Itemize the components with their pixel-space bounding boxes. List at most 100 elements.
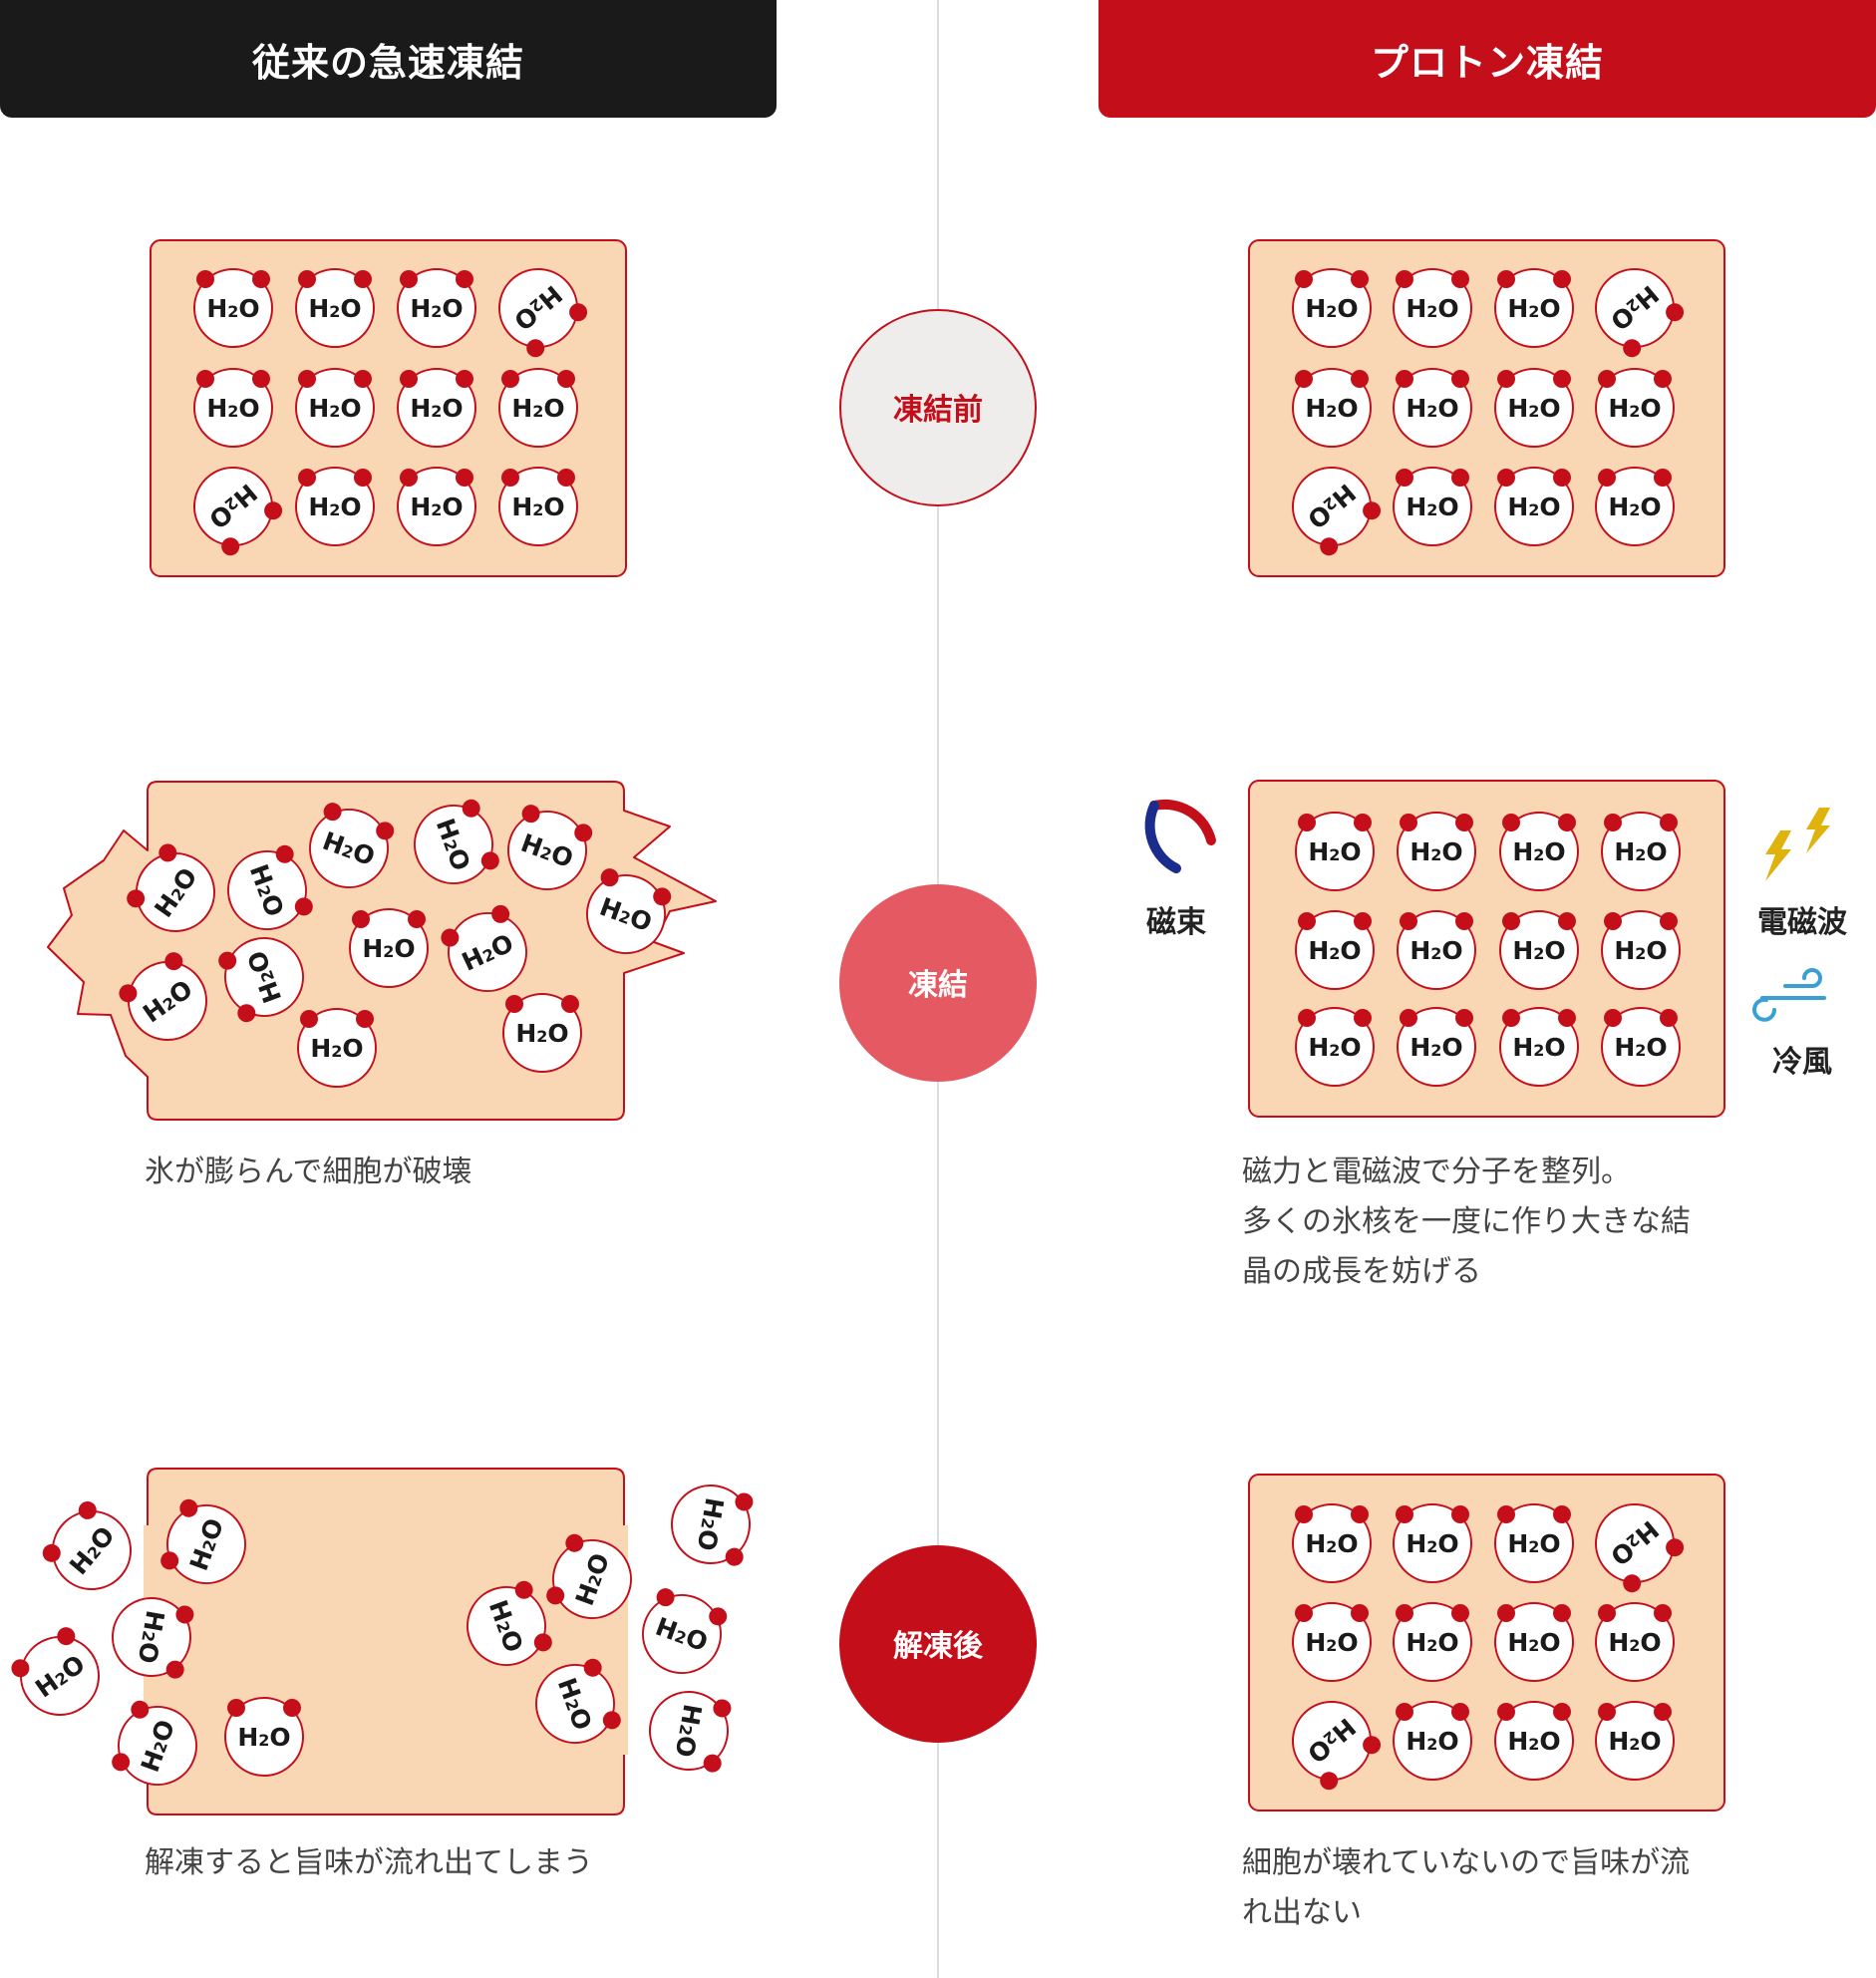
hydrogen-atom bbox=[653, 887, 672, 906]
hydrogen-atom bbox=[1654, 469, 1672, 487]
oxygen-atom bbox=[224, 1697, 304, 1777]
h2o-molecule: H2O bbox=[1595, 467, 1675, 546]
hydrogen-atom bbox=[400, 469, 418, 487]
magnet-icon bbox=[1144, 799, 1216, 873]
caption-line: 氷が膨らんで細胞が破壊 bbox=[145, 1154, 472, 1189]
oxygen-atom bbox=[498, 268, 578, 348]
hydrogen-atom bbox=[175, 1605, 194, 1624]
hydrogen-atom bbox=[1451, 370, 1469, 388]
hydrogen-atom bbox=[275, 844, 294, 863]
oxygen-atom bbox=[397, 268, 476, 348]
hydrogen-atom bbox=[237, 1004, 256, 1023]
hydrogen-atom bbox=[264, 501, 283, 520]
oxygen-atom bbox=[295, 368, 375, 448]
hydrogen-atom bbox=[491, 904, 510, 923]
hydrogen-atom bbox=[1654, 1703, 1672, 1721]
hydrogen-atom bbox=[526, 339, 545, 358]
hydrogen-atom bbox=[1553, 1703, 1571, 1721]
hydrogen-atom bbox=[356, 1010, 374, 1028]
h2o-molecule: H2O bbox=[502, 993, 582, 1073]
oxygen-atom bbox=[535, 1664, 615, 1744]
h2o-label: H2O bbox=[1512, 837, 1565, 866]
oxygen-atom bbox=[448, 912, 527, 992]
hydrogen-atom bbox=[1298, 814, 1316, 831]
h2o-label: H2O bbox=[1406, 493, 1458, 521]
hydrogen-atom bbox=[514, 1580, 533, 1599]
h2o-label: H2O bbox=[1308, 936, 1361, 965]
h2o-label: H2O bbox=[1409, 1033, 1462, 1062]
hydrogen-atom bbox=[480, 851, 499, 870]
hydrogen-atom bbox=[1623, 339, 1642, 358]
hydrogen-atom bbox=[1351, 1505, 1369, 1523]
hydrogen-atom bbox=[1558, 814, 1576, 831]
hydrogen-atom bbox=[565, 1533, 584, 1552]
h2o-label: H2O bbox=[1406, 294, 1458, 323]
h2o-molecule: H2O bbox=[193, 368, 273, 448]
hydrogen-atom bbox=[1558, 912, 1576, 930]
hydrogen-atom bbox=[1654, 370, 1672, 388]
h2o-label: H2O bbox=[1507, 1628, 1560, 1657]
oxygen-atom bbox=[397, 368, 476, 448]
h2o-molecule: H2O bbox=[227, 844, 313, 930]
h2o-label: H2O bbox=[1608, 493, 1661, 521]
h2o-molecule: H2O bbox=[1595, 368, 1675, 448]
oxygen-atom bbox=[552, 1539, 632, 1619]
hydrogen-atom bbox=[557, 469, 575, 487]
h2o-molecule: H2O bbox=[11, 1627, 100, 1716]
hydrogen-atom bbox=[602, 1711, 621, 1730]
hydrogen-atom bbox=[1451, 1604, 1469, 1622]
h2o-label: H2O bbox=[308, 294, 361, 323]
h2o-molecule: H2O bbox=[1595, 1602, 1675, 1682]
oxygen-atom bbox=[1295, 812, 1375, 891]
h2o-molecule: H2O bbox=[1499, 910, 1579, 990]
lightning-bolt-left bbox=[1765, 830, 1791, 881]
hydrogen-atom bbox=[574, 824, 593, 842]
h2o-label: H2O bbox=[1305, 1529, 1358, 1558]
oxygen-atom bbox=[118, 1706, 197, 1786]
h2o-molecule: H2O bbox=[1494, 268, 1574, 348]
h2o-molecule: H2O bbox=[1393, 1602, 1472, 1682]
hydrogen-atom bbox=[218, 951, 237, 970]
hydrogen-atom bbox=[521, 805, 540, 824]
h2o-label: H2O bbox=[692, 1495, 730, 1553]
oxygen-atom bbox=[1494, 1602, 1574, 1682]
h2o-molecule: H2O bbox=[546, 1533, 632, 1619]
h2o-label: H2O bbox=[133, 1608, 170, 1666]
oxygen-atom bbox=[397, 467, 476, 546]
h2o-molecule: H2O bbox=[112, 1700, 197, 1786]
h2o-label: H2O bbox=[310, 1034, 363, 1063]
hydrogen-atom bbox=[1455, 912, 1473, 930]
h2o-label: H2O bbox=[670, 1702, 708, 1760]
h2o-molecule: H2O bbox=[309, 803, 395, 888]
h2o-molecule: H2O bbox=[1494, 368, 1574, 448]
h2o-label: H2O bbox=[206, 394, 259, 423]
h2o-label: H2O bbox=[362, 934, 415, 963]
hydrogen-atom bbox=[501, 370, 519, 388]
hydrogen-atom bbox=[352, 910, 370, 928]
stage-after-thaw-label: 解凍後 bbox=[893, 1629, 984, 1664]
oxygen-atom bbox=[193, 368, 273, 448]
oxygen-atom bbox=[1595, 1503, 1675, 1583]
h2o-molecule: H2O bbox=[498, 467, 578, 546]
h2o-label: H2O bbox=[1512, 936, 1565, 965]
h2o-molecule: H2O bbox=[1397, 910, 1476, 990]
oxygen-atom bbox=[295, 268, 375, 348]
oxygen-atom bbox=[227, 850, 307, 930]
h2o-molecule: H2O bbox=[498, 368, 578, 448]
oxygen-atom bbox=[1499, 910, 1579, 990]
h2o-molecule: H2O bbox=[218, 937, 304, 1023]
hydrogen-atom bbox=[1351, 370, 1369, 388]
hydrogen-atom bbox=[1363, 501, 1382, 520]
hydrogen-atom bbox=[1660, 814, 1678, 831]
hydrogen-atom bbox=[1660, 1009, 1678, 1027]
h2o-label: H2O bbox=[552, 1674, 597, 1734]
h2o-molecule: H2O bbox=[1595, 1503, 1685, 1593]
caption-line: 解凍すると旨味が流れ出てしまう bbox=[145, 1845, 593, 1880]
h2o-molecule: H2O bbox=[397, 368, 476, 448]
h2o-label: H2O bbox=[1614, 837, 1667, 866]
oxygen-atom bbox=[1393, 1701, 1472, 1781]
h2o-label: H2O bbox=[308, 394, 361, 423]
h2o-label: H2O bbox=[1608, 1628, 1661, 1657]
oxygen-atom bbox=[309, 809, 389, 888]
h2o-label: H2O bbox=[1305, 294, 1358, 323]
